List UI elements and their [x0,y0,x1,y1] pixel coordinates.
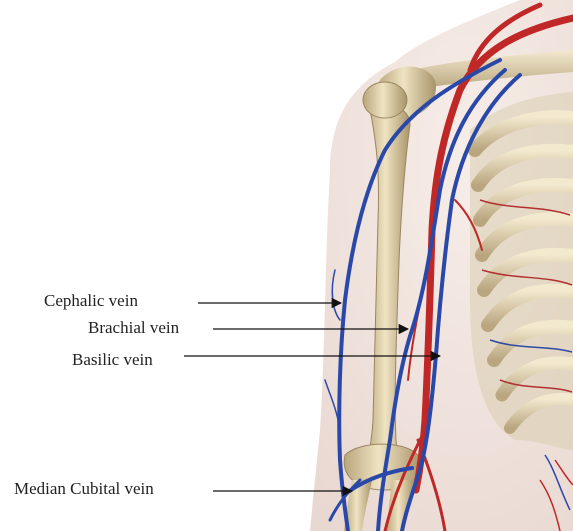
label-basilic-vein: Basilic vein [72,351,153,368]
label-median-cubital-vein: Median Cubital vein [14,480,154,497]
humeral-head [363,82,407,118]
label-cephalic-vein: Cephalic vein [44,292,138,309]
rib-cage [470,92,573,450]
label-brachial-vein: Brachial vein [88,319,179,336]
